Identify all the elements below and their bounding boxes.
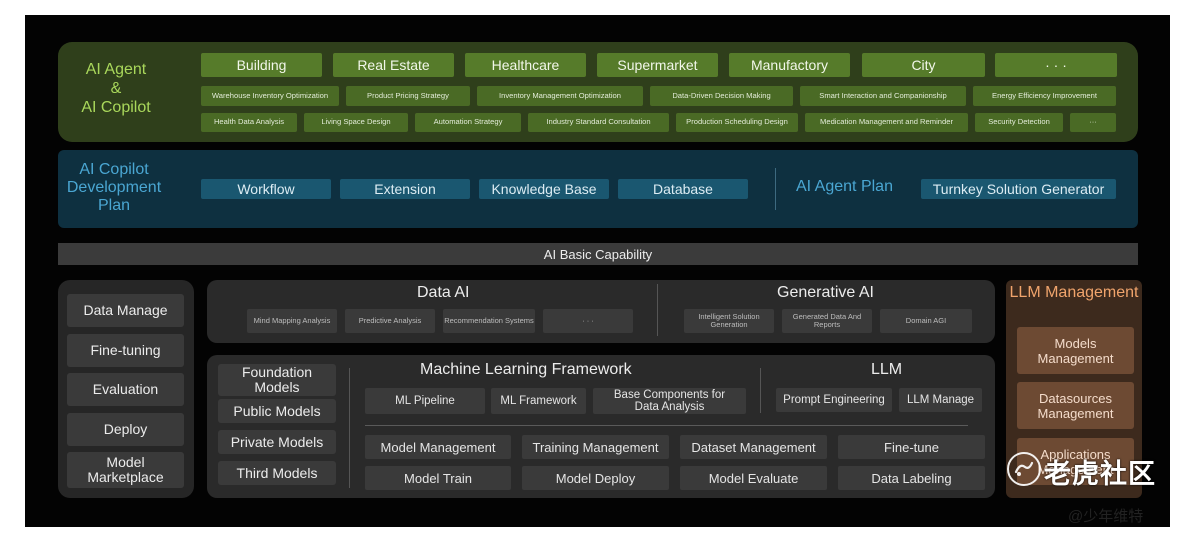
ai-agent-copilot-title: AI Agent & AI Copilot bbox=[66, 60, 166, 117]
base-components: Base Components for Data Analysis bbox=[593, 388, 746, 414]
industry-city: City bbox=[862, 53, 985, 77]
fine-tune: Fine-tune bbox=[838, 435, 985, 459]
industry-real-estate: Real Estate bbox=[333, 53, 454, 77]
use-case-security: Security Detection bbox=[975, 113, 1063, 132]
use-case-decision: Data-Driven Decision Making bbox=[650, 86, 793, 106]
use-case-automation: Automation Strategy bbox=[415, 113, 521, 132]
llm-divider bbox=[760, 368, 761, 413]
ml-framework-item: ML Framework bbox=[491, 388, 586, 414]
title-line-3: AI Copilot bbox=[81, 99, 151, 116]
use-case-scheduling: Production Scheduling Design bbox=[676, 113, 798, 132]
dev-plan-title: AI Copilot Development Plan bbox=[66, 161, 162, 214]
generative-ai-title: Generative AI bbox=[777, 284, 874, 301]
use-case-inventory: Inventory Management Optimization bbox=[477, 86, 643, 106]
plan-knowledge-base: Knowledge Base bbox=[479, 179, 609, 199]
industry-healthcare: Healthcare bbox=[465, 53, 586, 77]
private-models: Private Models bbox=[218, 430, 336, 454]
use-case-energy: Energy Efficiency Improvement bbox=[973, 86, 1116, 106]
lifecycle-evaluation: Evaluation bbox=[67, 373, 184, 406]
plan-extension: Extension bbox=[340, 179, 470, 199]
watermark-text: 老虎社区 bbox=[1044, 459, 1156, 489]
industry-building: Building bbox=[201, 53, 322, 77]
data-ai-more: · · · bbox=[543, 309, 633, 333]
gen-ai-solution-generation: Intelligent Solution Generation bbox=[684, 309, 774, 333]
use-case-pricing: Product Pricing Strategy bbox=[346, 86, 470, 106]
foundation-divider bbox=[349, 368, 350, 488]
lifecycle-data-manage: Data Manage bbox=[67, 294, 184, 327]
model-deploy: Model Deploy bbox=[522, 466, 669, 490]
use-case-standard: Industry Standard Consultation bbox=[528, 113, 669, 132]
data-ai-mind-mapping: Mind Mapping Analysis bbox=[247, 309, 337, 333]
lifecycle-deploy: Deploy bbox=[67, 413, 184, 446]
turnkey-solution-generator: Turnkey Solution Generator bbox=[921, 179, 1116, 199]
data-ai-recommendation: Recommendation Systems bbox=[443, 309, 535, 333]
ml-framework-title: Machine Learning Framework bbox=[420, 361, 632, 378]
use-case-health-data: Health Data Analysis bbox=[201, 113, 297, 132]
use-case-more: ··· bbox=[1070, 113, 1116, 132]
model-train: Model Train bbox=[365, 466, 511, 490]
third-models: Third Models bbox=[218, 461, 336, 485]
data-ai-predictive: Predictive Analysis bbox=[345, 309, 435, 333]
watermark-handle: @少年维特 bbox=[1068, 508, 1144, 525]
title-line-1: AI Agent bbox=[85, 61, 147, 78]
industry-supermarket: Supermarket bbox=[597, 53, 718, 77]
llm-management-title: LLM Management bbox=[1009, 284, 1139, 301]
use-case-living-space: Living Space Design bbox=[304, 113, 408, 132]
industry-more: · · · bbox=[995, 53, 1117, 77]
lifecycle-fine-tuning: Fine-tuning bbox=[67, 334, 184, 367]
data-ai-title: Data AI bbox=[417, 284, 470, 301]
lifecycle-model-marketplace: Model Marketplace bbox=[67, 452, 184, 488]
public-models: Public Models bbox=[218, 399, 336, 423]
ml-row-divider bbox=[365, 425, 968, 426]
model-management: Model Management bbox=[365, 435, 511, 459]
data-ai-divider bbox=[657, 284, 658, 336]
use-case-interaction: Smart Interaction and Companionship bbox=[800, 86, 966, 106]
ai-basic-capability-bar: AI Basic Capability bbox=[58, 243, 1138, 265]
datasources-management: Datasources Management bbox=[1017, 382, 1134, 429]
llm-title: LLM bbox=[871, 361, 903, 378]
use-case-medication: Medication Management and Reminder bbox=[805, 113, 968, 132]
watermark-logo-icon bbox=[1007, 452, 1041, 486]
gen-ai-data-reports: Generated Data And Reports bbox=[782, 309, 872, 333]
plan-database: Database bbox=[618, 179, 748, 199]
foundation-models: Foundation Models bbox=[218, 364, 336, 396]
data-labeling: Data Labeling bbox=[838, 466, 985, 490]
industry-manufactory: Manufactory bbox=[729, 53, 850, 77]
use-case-warehouse: Warehouse Inventory Optimization bbox=[201, 86, 339, 106]
plan-workflow: Workflow bbox=[201, 179, 331, 199]
models-management: Models Management bbox=[1017, 327, 1134, 374]
ml-pipeline: ML Pipeline bbox=[365, 388, 485, 414]
training-management: Training Management bbox=[522, 435, 669, 459]
llm-manage: LLM Manage bbox=[899, 388, 982, 412]
prompt-engineering: Prompt Engineering bbox=[776, 388, 892, 412]
gen-ai-domain-agi: Domain AGI bbox=[880, 309, 972, 333]
agent-plan-label: AI Agent Plan bbox=[796, 178, 893, 195]
model-evaluate: Model Evaluate bbox=[680, 466, 827, 490]
plan-divider bbox=[775, 168, 776, 210]
dataset-management: Dataset Management bbox=[680, 435, 827, 459]
title-line-2: & bbox=[110, 80, 122, 97]
